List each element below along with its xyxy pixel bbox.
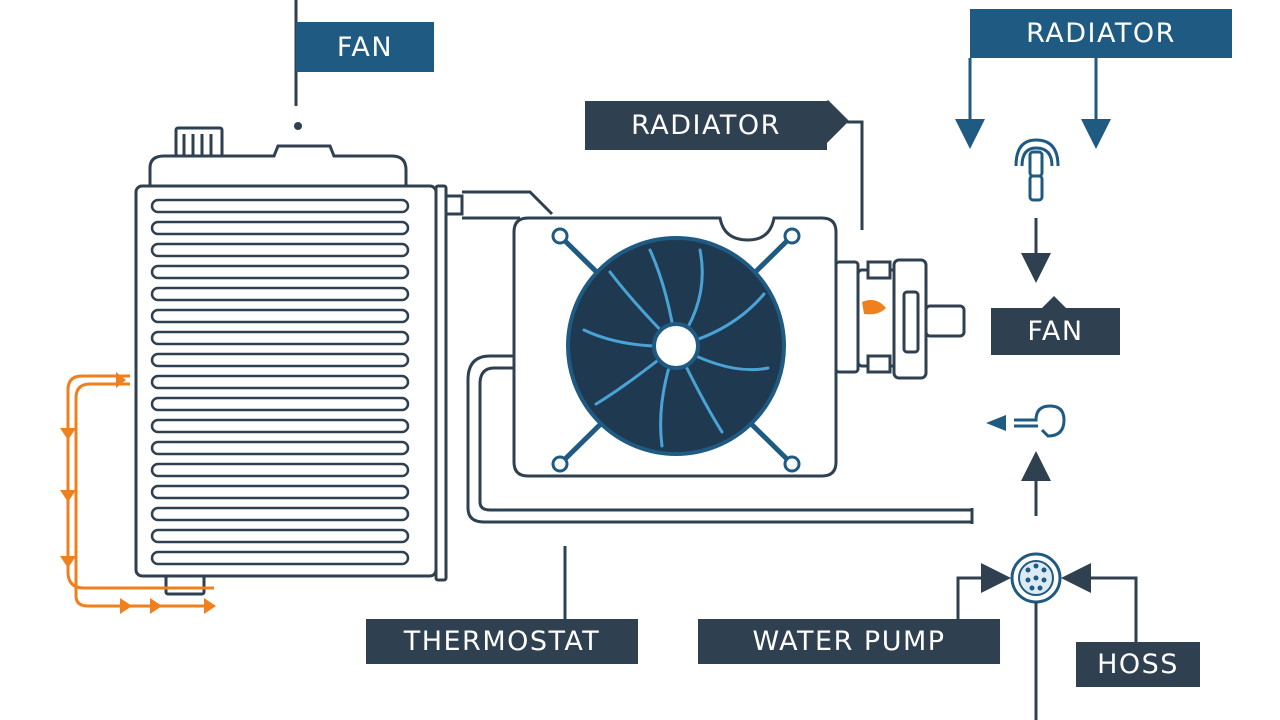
arrow-left-icon (1061, 563, 1138, 642)
radiator-top-tank (148, 144, 408, 188)
coolant-flow-path (66, 374, 214, 608)
fan-label-tab (1042, 296, 1066, 308)
radiator-bottom-outlet (164, 574, 206, 596)
arrow-right-icon (956, 563, 1011, 619)
radiator-top-bracket (955, 58, 1111, 149)
clip-icon (1014, 138, 1060, 202)
fan-label-secondary: FAN (991, 308, 1120, 355)
coolant-pipes (434, 184, 974, 582)
water-pump-label: WATER PUMP (698, 619, 1000, 664)
pump-orange-accent (862, 300, 886, 315)
radiator-fins (150, 198, 410, 566)
radiator-label-tab (827, 101, 848, 143)
water-pump-assembly (834, 258, 966, 380)
fan-leader-dot (294, 122, 302, 130)
water-pump-icon (1010, 552, 1062, 604)
hose-hook-icon (986, 404, 1066, 438)
fan-label: FAN (296, 22, 434, 72)
radiator (134, 126, 438, 596)
radiator-right-bracket (434, 184, 448, 582)
thermostat-label: THERMOSTAT (366, 619, 638, 664)
fan-icon (551, 227, 801, 473)
hoss-label: HOSS (1076, 642, 1200, 687)
radiator-label: RADIATOR (970, 9, 1232, 58)
radiator-label-secondary: RADIATOR (585, 101, 827, 150)
coolant-flow-arrows (60, 372, 216, 614)
